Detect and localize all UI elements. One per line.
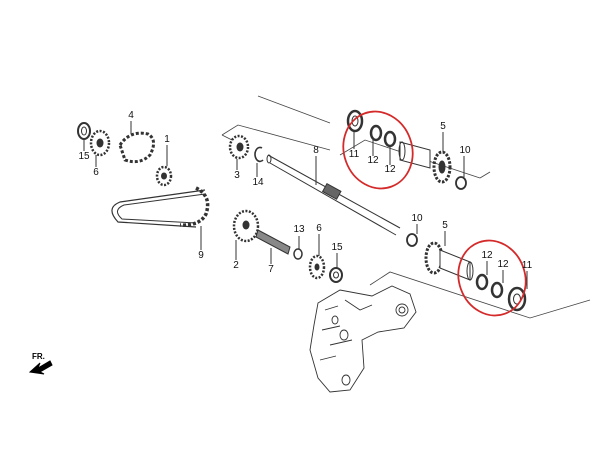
callout-15: 15 (78, 151, 90, 162)
part-5-gear-lower (424, 231, 474, 281)
callout-4: 4 (128, 110, 134, 121)
part-2-sprocket (232, 209, 260, 260)
part-10-washer-upper (455, 156, 467, 190)
callout-1: 1 (164, 134, 170, 145)
part-9-chain-loop (111, 186, 210, 250)
part-6-gear-left (89, 129, 111, 167)
callout-6: 6 (93, 167, 99, 178)
part-3-sprocket (228, 134, 250, 170)
part-10-washer-lower (406, 224, 418, 247)
highlight-upper (342, 110, 414, 190)
callout-9: 9 (198, 250, 204, 261)
callout-8: 8 (313, 145, 319, 156)
callout-10-lower: 10 (411, 213, 423, 224)
callout-14: 14 (252, 177, 264, 188)
part-13-collar (293, 236, 303, 260)
group-bracket-lines (221, 95, 591, 319)
part-7-spline-shaft (255, 229, 291, 264)
callout-11-upper: 11 (348, 149, 360, 160)
callout-12-lower-b: 12 (497, 259, 509, 270)
part-6-gear-center (308, 234, 326, 280)
callout-7: 7 (268, 264, 274, 275)
front-indicator-label: FR. (32, 352, 45, 361)
callout-5-lower: 5 (442, 220, 448, 231)
part-12-ring-upper-a (369, 124, 383, 156)
callout-12-upper-b: 12 (384, 164, 396, 175)
part-12-ring-upper-b (383, 130, 397, 165)
callout-12-lower-a: 12 (481, 250, 493, 261)
callout-3: 3 (234, 170, 240, 181)
part-14-circlip (254, 146, 264, 177)
part-12-ring-lower-a (475, 261, 489, 291)
callout-12-upper-a: 12 (367, 155, 379, 166)
callout-11-lower: 11 (521, 260, 533, 271)
transmission-housing (309, 285, 417, 393)
front-arrow-icon (28, 360, 53, 375)
callout-6-center: 6 (316, 223, 322, 234)
callout-10-upper: 10 (459, 145, 471, 156)
highlight-lower (457, 239, 527, 317)
callout-13: 13 (293, 224, 305, 235)
part-4-chain (118, 121, 155, 164)
part-1-sprocket (155, 145, 173, 187)
part-5-gear-upper (398, 132, 452, 184)
part-15-bearing-center (329, 253, 343, 283)
part-15-bearing-left (77, 122, 91, 151)
callout-15-center: 15 (331, 242, 343, 253)
callout-5-upper: 5 (440, 121, 446, 132)
part-8-shaft (266, 154, 401, 236)
part-12-ring-lower-b (490, 270, 504, 299)
callout-2: 2 (233, 260, 239, 271)
